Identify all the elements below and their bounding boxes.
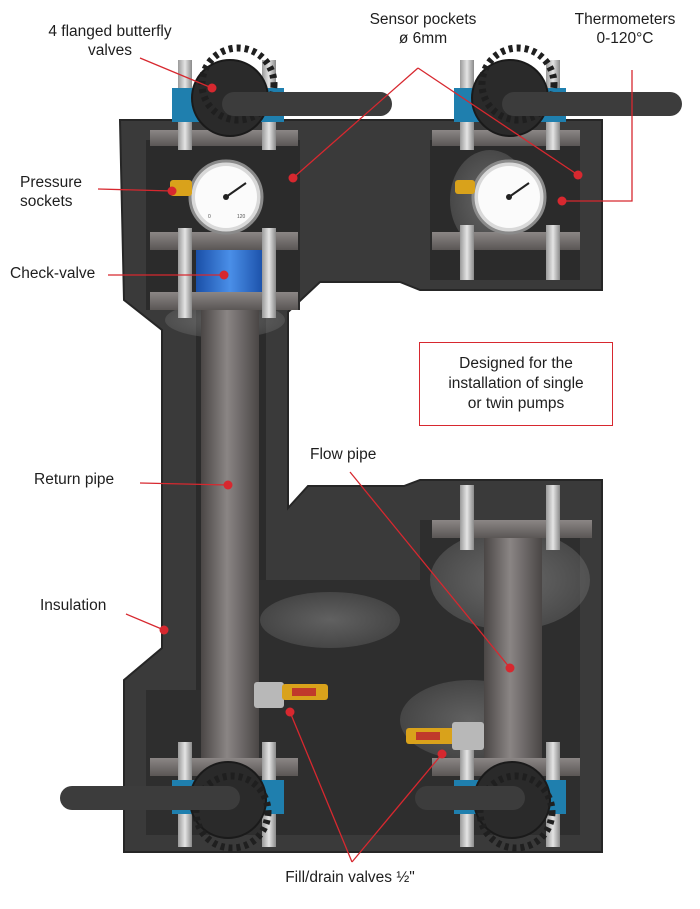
label-thermometers-line2: 0-120°C [596,30,654,47]
label-sensor-pockets-line2: ø 6mm [398,30,448,47]
gauge-min-label: 0 [208,214,211,220]
label-check-valve: Check-valve [10,265,96,282]
thermometer-right [471,159,547,235]
gauge-max-label: 120 [237,214,246,220]
label-pressure-sockets-line2: sockets [20,193,73,210]
butterfly-valve-bottom-right [415,761,566,852]
design-note-line3: or twin pumps [467,395,565,412]
leader-lines [97,57,633,863]
fill-drain-valve-right [406,722,484,750]
leader-dots [159,83,583,759]
label-sensor-pockets-line1: Sensor pockets [369,11,477,28]
label-return-pipe: Return pipe [34,471,115,488]
design-note-line2: installation of single [448,375,584,392]
label-butterfly-valves-line1: 4 flanged butterfly [48,23,172,40]
return-pipe-assembly [150,60,298,847]
label-fill-drain-valves: Fill/drain valves ½" [285,869,415,886]
label-pressure-sockets: Pressure sockets [20,173,82,211]
fill-drain-valve-left [254,682,328,708]
thermometer-left: 0 120 [188,159,264,235]
butterfly-valve-top-left [172,44,392,137]
design-note-line1: Designed for the [459,355,573,372]
label-pressure-sockets-line1: Pressure [20,174,83,191]
label-thermometers: Thermometers 0-120°C [560,10,690,48]
butterfly-valve-bottom-left [60,761,284,852]
label-butterfly-valves-line2: valves [88,42,132,59]
label-flow-pipe: Flow pipe [310,446,377,463]
label-sensor-pockets: Sensor pockets ø 6mm [348,10,498,48]
label-thermometers-line1: Thermometers [574,11,676,28]
flow-pipe-assembly [432,60,592,847]
pressure-socket-right [455,180,475,194]
label-butterfly-valves: 4 flanged butterfly valves [20,22,200,60]
label-insulation: Insulation [40,597,107,614]
design-note-box: Designed for the installation of single … [419,342,613,426]
